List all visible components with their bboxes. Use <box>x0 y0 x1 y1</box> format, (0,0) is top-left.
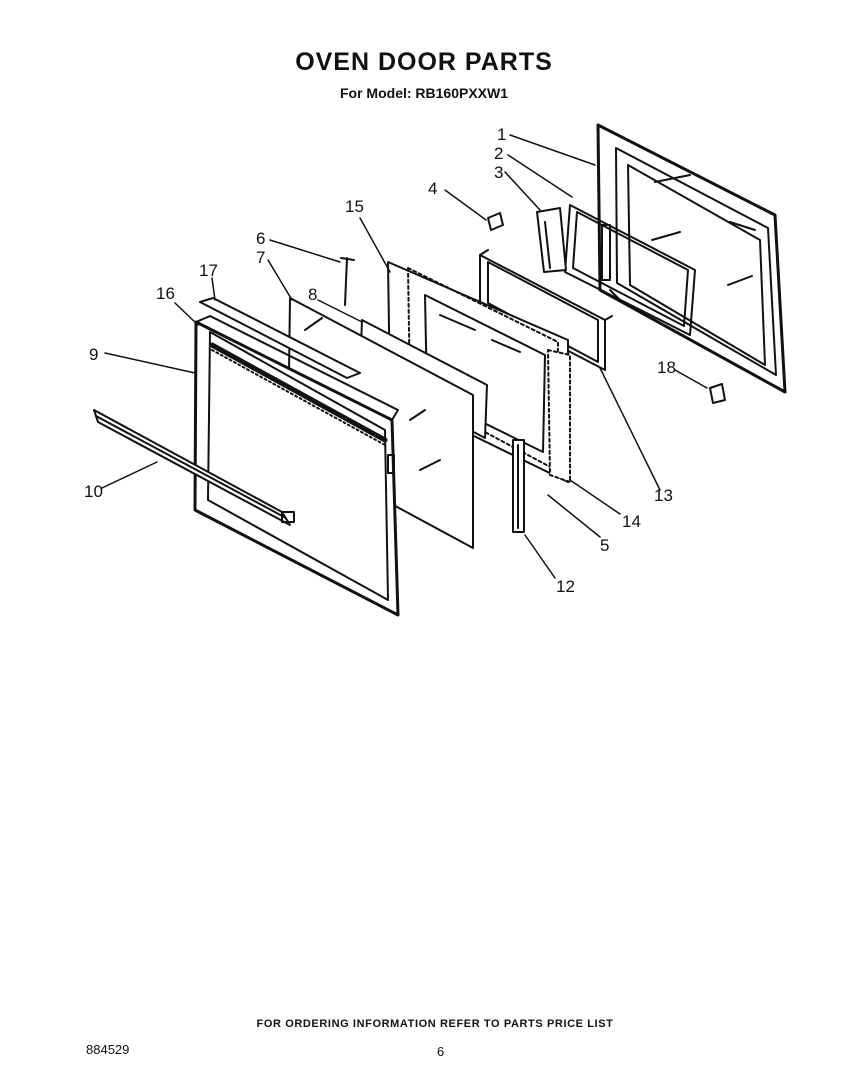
callout-14: 14 <box>622 512 641 531</box>
callout-4: 4 <box>428 179 437 198</box>
callout-16: 16 <box>156 284 175 303</box>
callout-3: 3 <box>494 163 503 182</box>
door-gasket <box>564 204 696 336</box>
latch-rod <box>340 257 355 306</box>
callout-1: 1 <box>497 125 506 144</box>
page-number: 6 <box>437 1044 445 1059</box>
callout-12: 12 <box>556 577 575 596</box>
leader-lines <box>101 134 708 579</box>
inner-door-liner <box>596 123 787 394</box>
clip-part-4 <box>487 212 504 231</box>
callout-9: 9 <box>89 345 98 364</box>
callout-6: 6 <box>256 229 265 248</box>
insulation-frame <box>479 249 613 371</box>
air-duct <box>536 207 567 273</box>
page-title: OVEN DOOR PARTS <box>295 48 553 76</box>
callout-7: 7 <box>256 248 265 267</box>
side-insulation <box>547 349 571 483</box>
callout-10: 10 <box>84 482 103 501</box>
callout-2: 2 <box>494 144 503 163</box>
model-subtitle: For Model: RB160PXXW1 <box>339 85 509 101</box>
ordering-note: FOR ORDERING INFORMATION REFER TO PARTS … <box>256 1018 614 1030</box>
door-handle <box>93 409 295 526</box>
callout-13: 13 <box>654 486 673 505</box>
outer-door-frame <box>193 315 400 617</box>
callout-17: 17 <box>199 261 218 280</box>
side-channel <box>512 439 525 533</box>
document-number: 884529 <box>86 1042 130 1057</box>
callout-15: 15 <box>345 197 364 216</box>
bumper-part-18 <box>709 383 726 404</box>
callout-18: 18 <box>657 358 676 377</box>
callout-labels: 1 2 3 4 5 6 7 8 9 10 12 13 14 15 16 17 1… <box>84 125 676 596</box>
callout-8: 8 <box>308 285 317 304</box>
callout-5: 5 <box>600 536 609 555</box>
top-trim <box>199 297 361 379</box>
